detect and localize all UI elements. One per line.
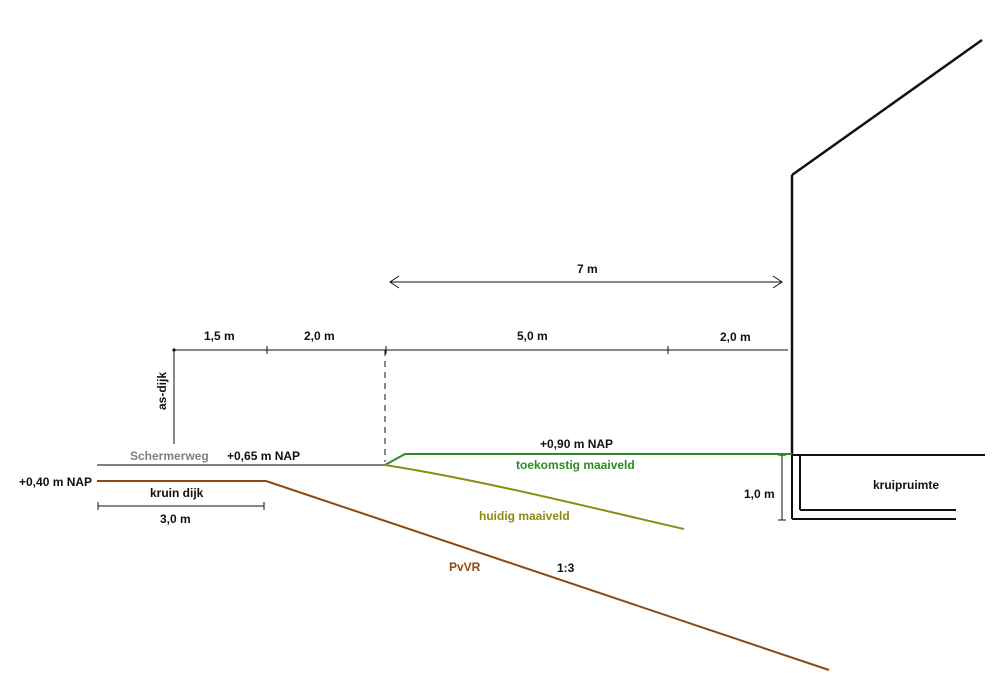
- dike-crest-label: kruin dijk: [150, 486, 204, 500]
- axis-label: as-dijk: [155, 372, 169, 411]
- crawl-space-label: kruipruimte: [873, 478, 940, 492]
- distance-label-7m: 7 m: [577, 262, 598, 276]
- zone-label: PvVR: [449, 560, 481, 574]
- distance-label-2: 2,0 m: [304, 329, 335, 343]
- dike-slope-line: [265, 480, 830, 671]
- distance-label-1: 1,5 m: [204, 329, 235, 343]
- future-ground-line: [384, 453, 792, 466]
- distance-label-4: 2,0 m: [720, 330, 751, 344]
- distance-label-3: 5,0 m: [517, 329, 548, 343]
- road-name-label: Schermerweg: [130, 449, 209, 463]
- slope-label: 1:3: [557, 561, 575, 575]
- arrowhead-left: [389, 275, 400, 289]
- current-ground-line: [384, 464, 685, 530]
- crawl-height-label: 1,0 m: [744, 487, 775, 501]
- arrowhead-right: [772, 275, 783, 289]
- road-level-label: +0,65 m NAP: [227, 449, 301, 463]
- future-level-label: +0,90 m NAP: [540, 437, 614, 451]
- dike-level-label: +0,40 m NAP: [19, 475, 93, 489]
- current-ground-label: huidig maaiveld: [479, 509, 570, 523]
- dike-width-label: 3,0 m: [160, 512, 191, 526]
- future-ground-label: toekomstig maaiveld: [516, 458, 635, 472]
- house-roof-line: [791, 38, 983, 177]
